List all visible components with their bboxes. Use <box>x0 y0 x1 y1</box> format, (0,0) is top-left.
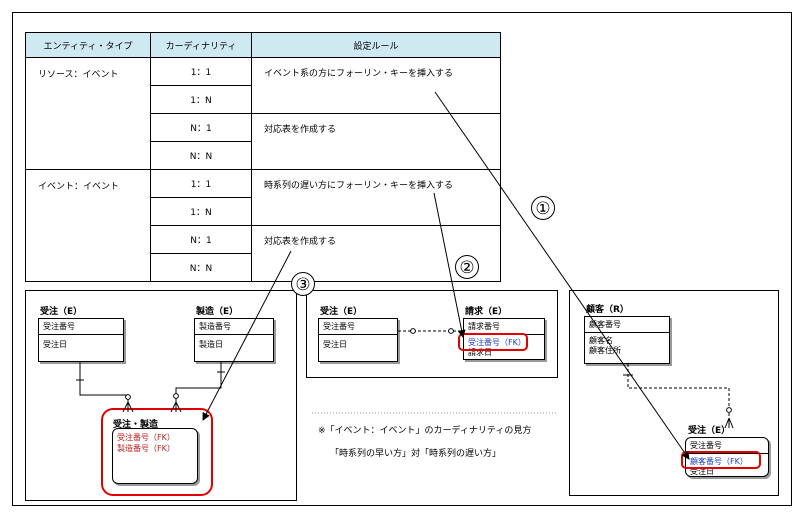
cardinality-cell: 1：1 <box>150 57 252 86</box>
table-row: N：N <box>26 141 501 170</box>
diagram3-order-pk: 受注番号 <box>39 319 123 335</box>
diagram1-customer-attrs: 顧客名 顧客住所 <box>585 333 669 356</box>
diagram1-customer-pk: 顧客番号 <box>585 317 669 333</box>
arrow-2 <box>433 192 466 338</box>
header-rule: 設定ルール <box>251 32 501 58</box>
table-row: N：1 対応表を作成する <box>26 113 501 170</box>
diagram2-invoice-title: 請求（E） <box>465 307 508 317</box>
cardinality-cell: N：N <box>150 141 252 170</box>
diagram3-link-fk-order: 受注番号（FK） <box>117 433 175 442</box>
diagram2-highlight <box>458 333 528 351</box>
table-row: イベント：イベント 1：1 時系列の遅い方にフォーリン・キーを挿入する <box>25 169 501 282</box>
cardinality-rules-table: エンティティ・タイプ カーディナリティ 設定ルール リソース：イベント 1：1 … <box>25 32 501 282</box>
diagram3-manufacture-title: 製造（E） <box>196 307 239 317</box>
rule-cell: イベント系の方にフォーリン・キーを挿入する <box>251 57 501 114</box>
diagram2-order-attr: 受注日 <box>323 340 347 349</box>
arrow-1 <box>434 91 690 460</box>
diagram3-link-fk-manufacture: 製造番号（FK） <box>117 444 175 453</box>
marker-2: ② <box>455 255 479 279</box>
entity-type-cell: イベント：イベント <box>25 169 151 282</box>
rule-cell: 時系列の遅い方にフォーリン・キーを挿入する <box>251 169 501 226</box>
table-row: リソース：イベント 1：1 イベント系の方にフォーリン・キーを挿入する <box>25 57 501 170</box>
diagram2-order-entity: 受注番号 受注日 <box>318 318 398 362</box>
note-line2: 「時系列の早い方」対「時系列の遅い方」 <box>330 449 502 459</box>
diagram2-panel <box>306 290 558 378</box>
diagram3-manufacture-pk: 製造番号 <box>195 319 273 335</box>
rule-cell: 対応表を作成する <box>251 113 501 170</box>
diagram3-highlight <box>101 408 213 496</box>
note-line1: ※「イベント：イベント」のカーディナリティの見方 <box>318 426 532 436</box>
diagram2-order-pk: 受注番号 <box>319 319 397 335</box>
diagram3-link-fks: 受注番号（FK） 製造番号（FK） <box>113 429 197 454</box>
diagram3-order-title: 受注（E） <box>40 307 83 317</box>
marker-3: ③ <box>291 272 315 296</box>
cardinality-cell: 1：1 <box>150 169 252 198</box>
diagram1-customer-attr-address: 顧客住所 <box>589 346 621 355</box>
diagram1-customer-attr-name: 顧客名 <box>589 336 613 345</box>
diagram1-customer-entity: 顧客番号 顧客名 顧客住所 <box>584 316 670 364</box>
diagram1-panel <box>569 290 779 496</box>
marker-1: ① <box>531 196 555 220</box>
arrow-3 <box>202 250 292 421</box>
table-row: 1：N <box>26 197 501 226</box>
diagram1-order-entity: 受注番号 顧客番号（FK） 受注日 <box>685 437 769 477</box>
diagram3-relationship-order <box>76 362 134 413</box>
diagram1-customer-title: 顧客（R） <box>586 305 629 315</box>
diagram1-order-fk: 顧客番号（FK） <box>690 457 748 466</box>
diagram3-relationship-manufacture <box>170 362 225 413</box>
diagram3-order-entity: 受注番号 受注日 <box>38 318 124 362</box>
diagram1-order-title: 受注（E） <box>688 426 731 436</box>
diagram2-invoice-attrs: 受注番号（FK） 請求日 <box>464 335 544 358</box>
diagram2-invoice-fk: 受注番号（FK） <box>468 338 526 347</box>
diagram1-highlight <box>681 451 761 469</box>
diagram2-invoice-attr: 請求日 <box>468 348 492 357</box>
cardinality-cell: 1：N <box>150 197 252 226</box>
diagram3-link-entity: 受注番号（FK） 製造番号（FK） <box>112 428 198 484</box>
diagram1-order-attr: 受注日 <box>690 467 714 476</box>
diagram2-relationship <box>398 328 463 334</box>
diagram3-panel <box>25 290 297 501</box>
entity-type-cell: リソース：イベント <box>25 57 151 170</box>
diagram3-manufacture-entity: 製造番号 製造日 <box>194 318 274 362</box>
diagram1-order-attrs: 顧客番号（FK） 受注日 <box>686 454 768 477</box>
cardinality-cell: N：1 <box>150 113 252 142</box>
diagram1-relationship <box>623 364 734 429</box>
diagram1-order-pk: 受注番号 <box>686 438 768 454</box>
cardinality-cell: N：1 <box>150 225 252 254</box>
diagram2-order-title: 受注（E） <box>320 307 363 317</box>
cardinality-cell: N：N <box>150 253 252 282</box>
diagram3-link-title: 受注・製造 <box>113 420 159 430</box>
outer-frame <box>12 12 792 506</box>
diagram3-order-attr: 受注日 <box>43 340 67 349</box>
diagram2-invoice-entity: 請求番号 受注番号（FK） 請求日 <box>463 318 545 360</box>
table-row: N：N <box>26 253 501 282</box>
diagram3-manufacture-attr: 製造日 <box>199 340 223 349</box>
